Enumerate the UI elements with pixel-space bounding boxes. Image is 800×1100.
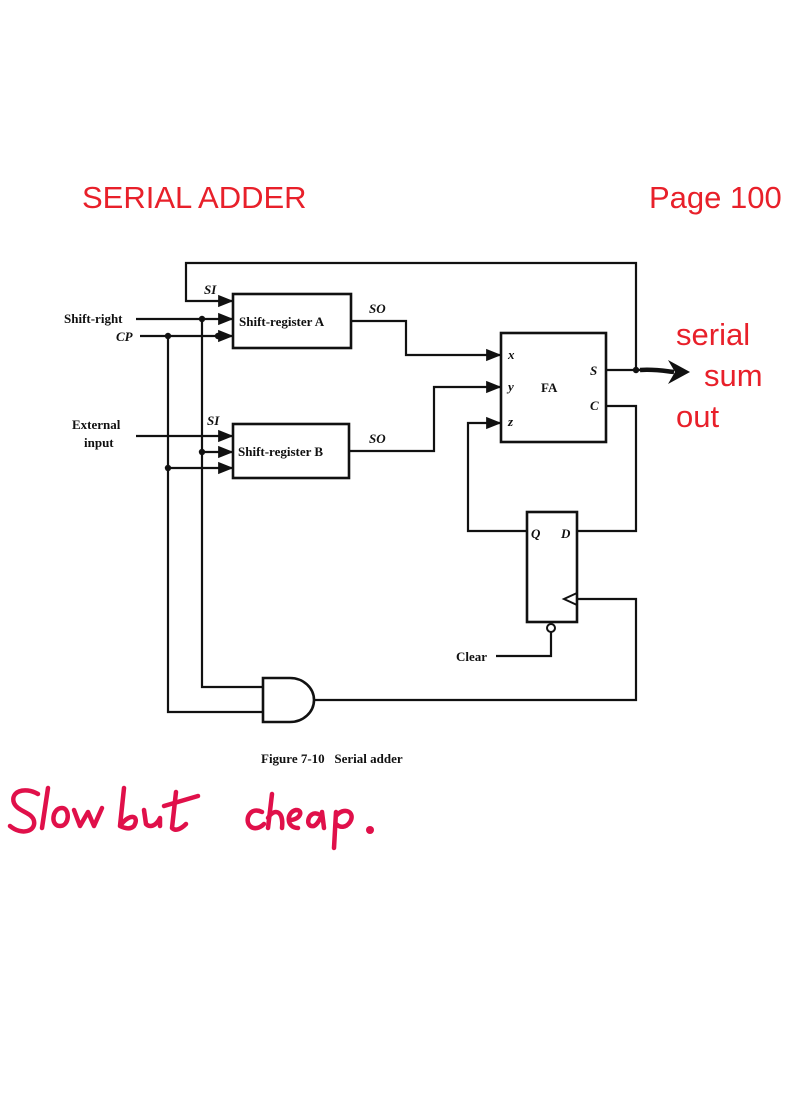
wire-cp-to-and	[166, 468, 263, 714]
wire-so-b-to-y	[349, 380, 502, 453]
and-gate	[261, 676, 316, 724]
cp-input-label: CP	[116, 329, 134, 344]
shift-right-input-label: Shift-right	[64, 311, 123, 326]
annotation-page-number: Page 100	[649, 180, 782, 215]
junction-dot	[198, 315, 206, 323]
wire-cp-to-b	[166, 336, 234, 475]
full-adder-label: FA	[541, 380, 558, 395]
annotation-sum-out-line-3: out	[676, 399, 720, 434]
shift-register-b-so-label: SO	[369, 431, 386, 446]
junction-dot	[164, 332, 172, 340]
wire-clear	[496, 632, 553, 658]
clear-inverter-bubble-icon	[546, 623, 556, 633]
junction-dot	[632, 366, 640, 374]
clock-input-triangle-icon	[561, 592, 578, 606]
flip-flop-q-label: Q	[531, 526, 541, 541]
annotation-sum-out-line-2: sum	[704, 358, 763, 393]
full-adder-z-label: z	[507, 414, 514, 429]
wire-shift-right-to-and	[200, 452, 263, 689]
annotation-sum-out-line-1: serial	[676, 317, 751, 352]
d-flip-flop	[525, 510, 579, 624]
full-adder-c-label: C	[590, 398, 599, 413]
clear-input-label: Clear	[456, 649, 487, 664]
shift-register-a-label: Shift-register A	[239, 314, 325, 329]
sum-out-arrow-icon	[639, 367, 675, 375]
shift-register-b-si-label: SI	[207, 413, 220, 428]
wire-sum-feedback	[184, 261, 638, 370]
wire-and-to-clock	[314, 597, 638, 702]
shift-register-a	[231, 292, 353, 350]
sum-out-arrowhead-icon	[668, 360, 690, 384]
full-adder	[499, 331, 608, 444]
wire-so-a-to-x	[351, 319, 502, 362]
external-input-label-line-1: External	[72, 417, 121, 432]
junction-dot	[214, 332, 222, 340]
shift-register-b	[231, 422, 351, 480]
full-adder-y-label: y	[506, 379, 514, 394]
flip-flop-d-label: D	[560, 526, 571, 541]
wire-carry-to-d	[577, 404, 638, 533]
shift-register-b-label: Shift-register B	[238, 444, 323, 459]
annotation-title: SERIAL ADDER	[82, 180, 307, 215]
shift-register-a-si-label: SI	[204, 282, 217, 297]
external-input-label-line-2: input	[84, 435, 114, 450]
junction-dot	[164, 464, 172, 472]
full-adder-s-label: S	[590, 363, 597, 378]
annotation-serial-sum-out: serial sum out	[676, 314, 763, 437]
junction-dot	[198, 448, 206, 456]
handwritten-note-slow-but-cheap	[7, 785, 374, 851]
shift-register-a-so-label: SO	[369, 301, 386, 316]
full-adder-x-label: x	[507, 347, 515, 362]
figure-caption: Figure 7-10 Serial adder	[261, 751, 403, 766]
wire-q-to-z	[466, 416, 527, 533]
